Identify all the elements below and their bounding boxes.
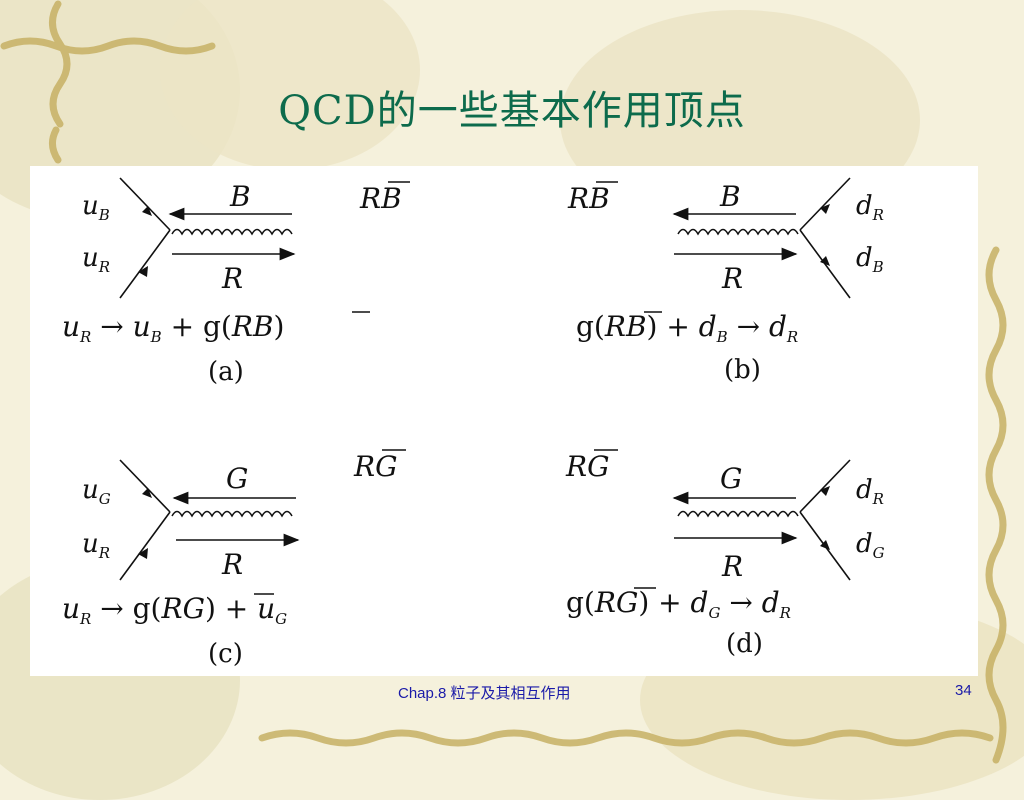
color-label-b: RB bbox=[567, 182, 610, 215]
quark-bottom-label-b: dB bbox=[856, 243, 884, 276]
arrow-top-label-c: G bbox=[226, 462, 248, 495]
quark-bottom-label-d: dG bbox=[856, 529, 885, 562]
quark-bottom-label-a: uR bbox=[82, 243, 110, 276]
quark-top-label-a: uB bbox=[82, 191, 110, 224]
footer-chapter-label: Chap.8 粒子及其相互作用 bbox=[398, 685, 571, 702]
quark-top-label-b: dR bbox=[856, 191, 884, 224]
quark-bottom-label-c: uR bbox=[82, 529, 110, 562]
gluon-line-c bbox=[171, 510, 293, 518]
gluon-line-a bbox=[171, 228, 293, 236]
process-equation-d: g(RG) + dG → dR bbox=[566, 586, 791, 622]
quark-top-label-d: dR bbox=[856, 475, 884, 508]
feynman-diagram-panel: B R uB uR RB uR → uB + g(RB) (a) B R dR … bbox=[30, 166, 978, 676]
caption-b: (b) bbox=[724, 355, 761, 385]
caption-c: (c) bbox=[208, 639, 243, 669]
vine-ornament bbox=[0, 0, 1007, 764]
process-equation-b: g(RB) + dB → dR bbox=[576, 310, 798, 346]
color-label-c: RG bbox=[353, 450, 397, 483]
arrow-bottom-label-c: R bbox=[221, 548, 243, 581]
color-label-d: RG bbox=[565, 450, 609, 483]
arrow-top-label-b: B bbox=[719, 180, 741, 213]
page-number: 34 bbox=[955, 682, 972, 699]
arrow-bottom-label-a: R bbox=[221, 262, 243, 295]
arrow-top-label-a: B bbox=[229, 180, 251, 213]
feynman-diagrams: B R uB uR RB uR → uB + g(RB) (a) B R dR … bbox=[62, 177, 885, 669]
diagram-c: G R uG uR RG uR → g(RG) + uG (c) bbox=[62, 449, 406, 669]
color-label-a: RB bbox=[359, 182, 402, 215]
caption-d: (d) bbox=[726, 629, 763, 659]
arrow-bottom-label-d: R bbox=[721, 550, 743, 583]
caption-a: (a) bbox=[208, 357, 244, 387]
diagram-a: B R uB uR RB uR → uB + g(RB) (a) bbox=[62, 177, 410, 387]
quark-top-label-c: uG bbox=[82, 475, 111, 508]
gluon-line-b bbox=[677, 228, 799, 236]
arrow-top-label-d: G bbox=[720, 462, 742, 495]
diagram-b: B R dR dB RB g(RB) + dB → dR (b) bbox=[567, 177, 884, 385]
slide-title: QCD的一些基本作用顶点 bbox=[278, 88, 746, 134]
gluon-line-d bbox=[677, 510, 799, 518]
diagram-d: G R dR dG RG g(RG) + dG → dR (d) bbox=[565, 449, 885, 659]
process-equation-a: uR → uB + g(RB) bbox=[62, 310, 284, 346]
arrow-bottom-label-b: R bbox=[721, 262, 743, 295]
process-equation-c: uR → g(RG) + uG bbox=[62, 592, 287, 628]
